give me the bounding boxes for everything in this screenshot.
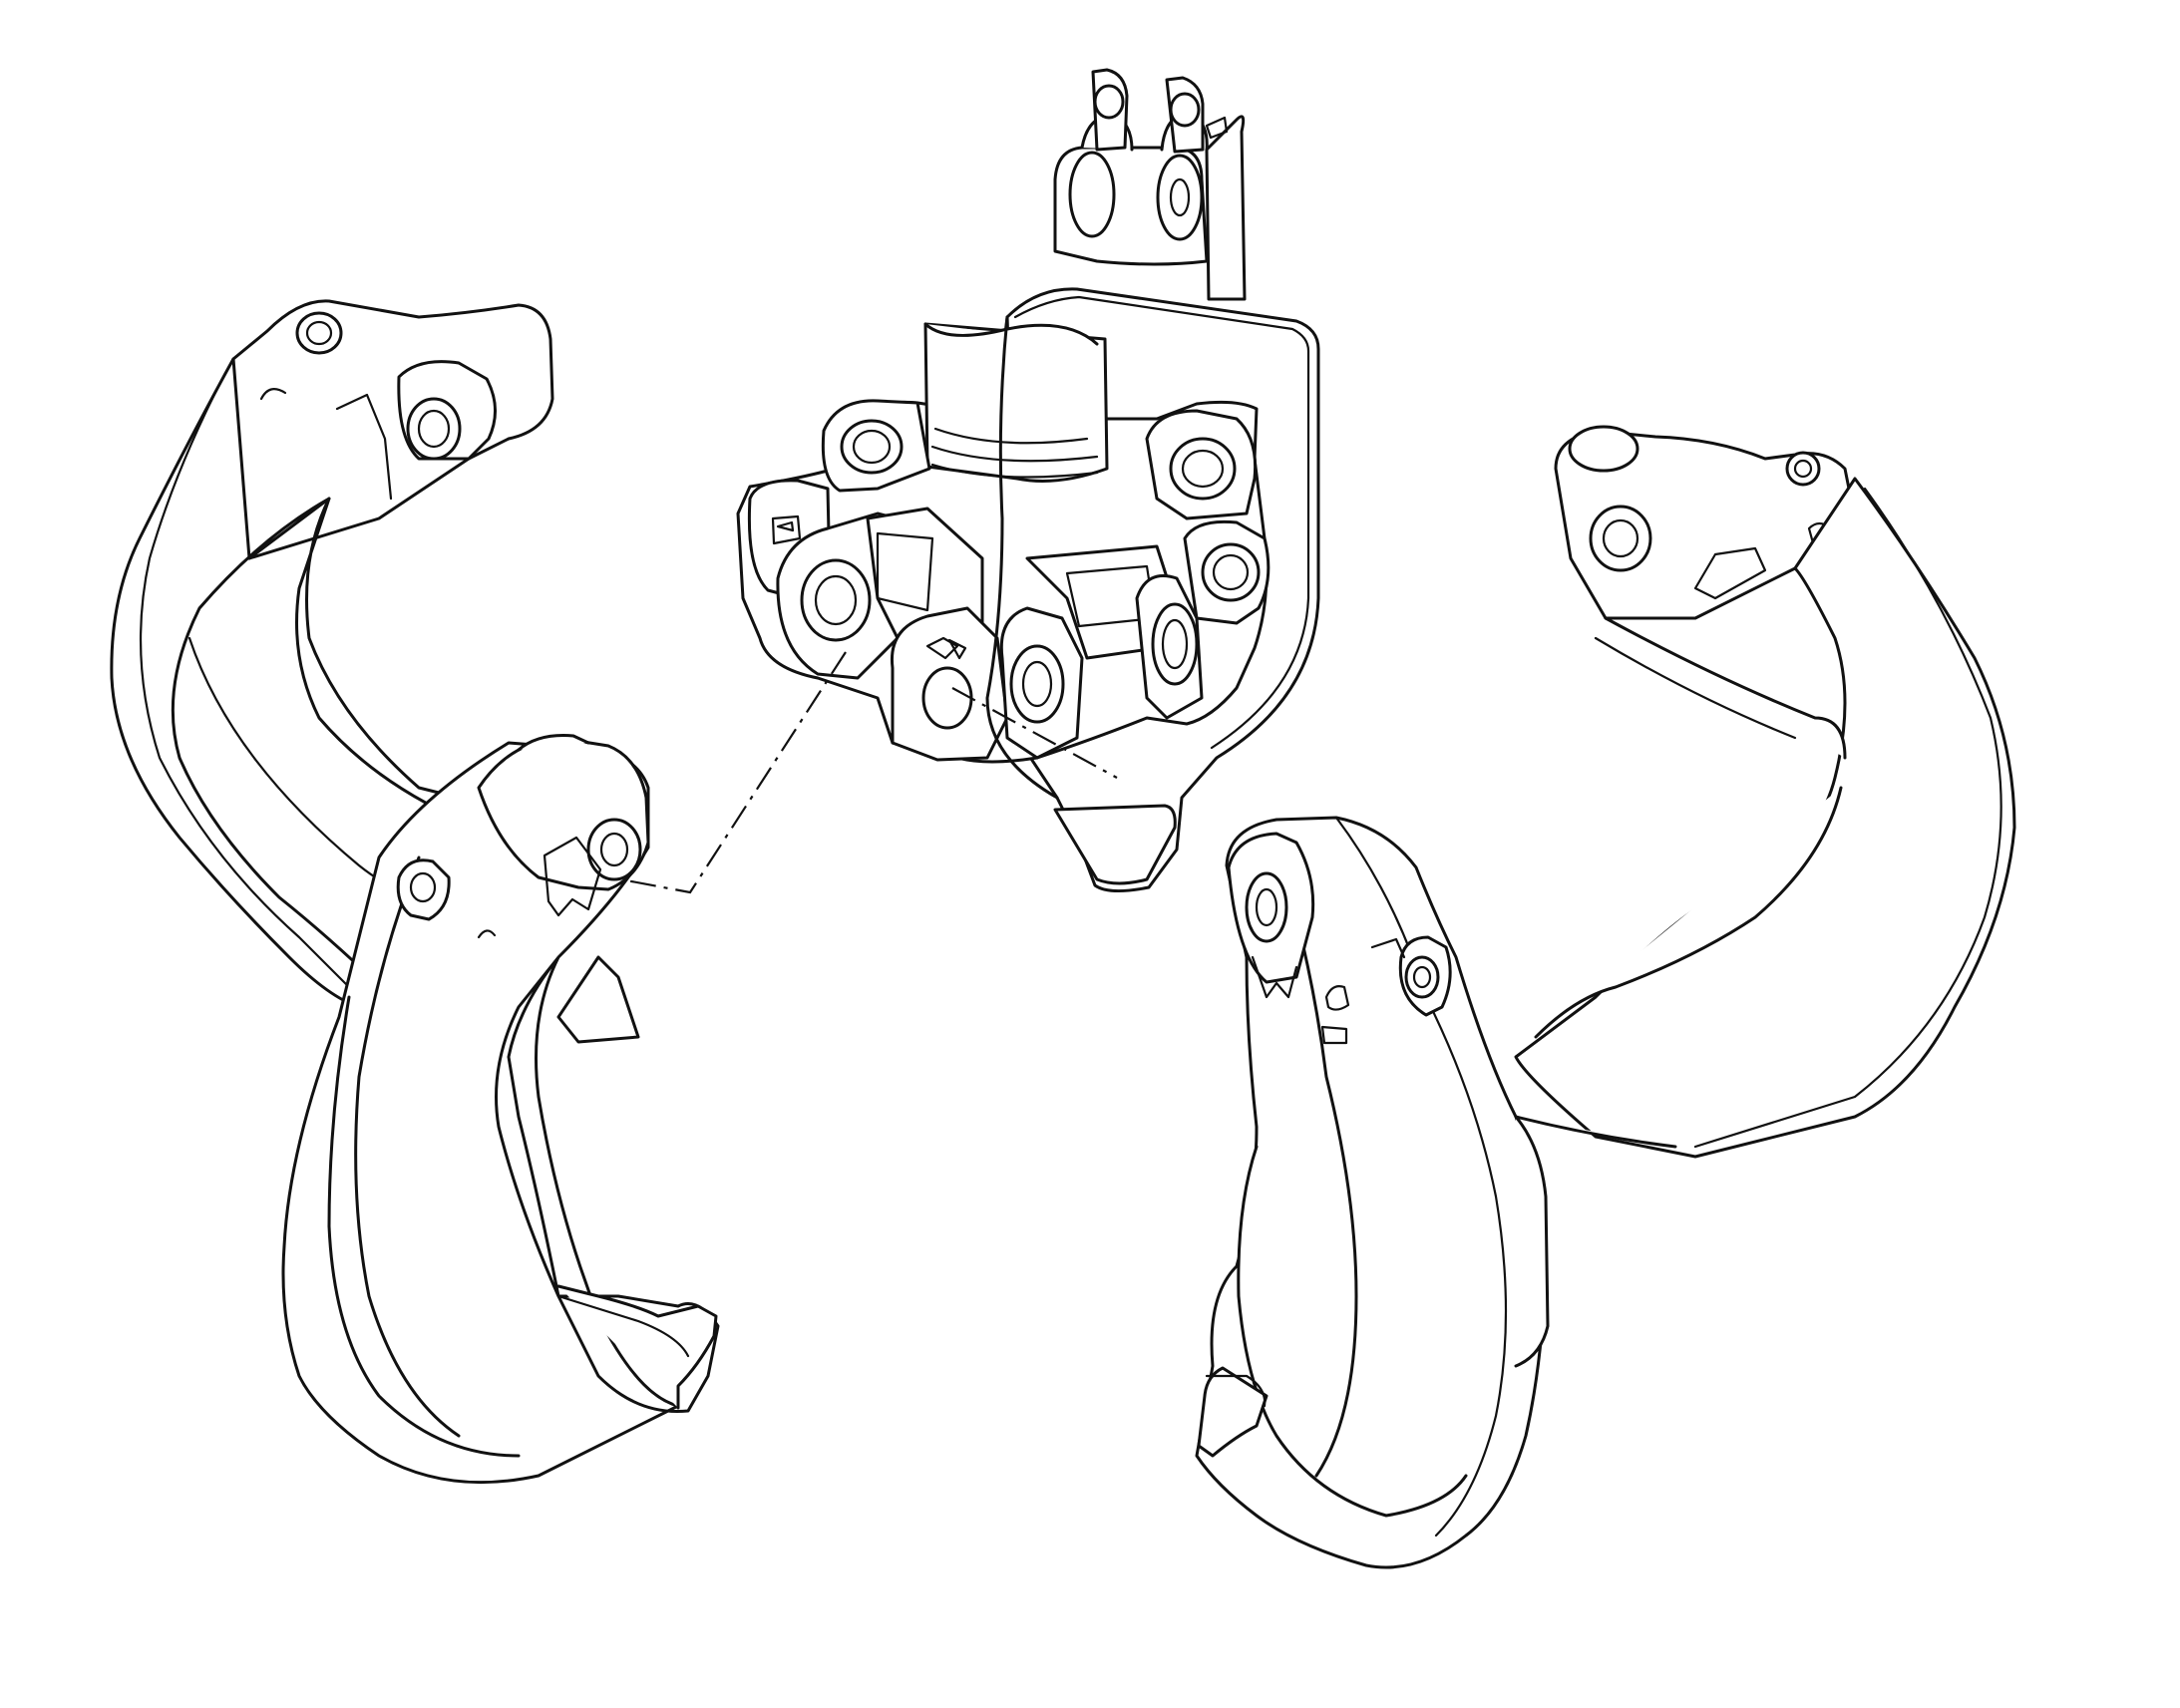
rotator-head-icon — [736, 68, 1320, 892]
pivot-pin-centerline-icon — [609, 651, 1118, 894]
left-grapple-tine-icon — [110, 299, 720, 1485]
right-grapple-tine-icon — [1195, 425, 2016, 1569]
